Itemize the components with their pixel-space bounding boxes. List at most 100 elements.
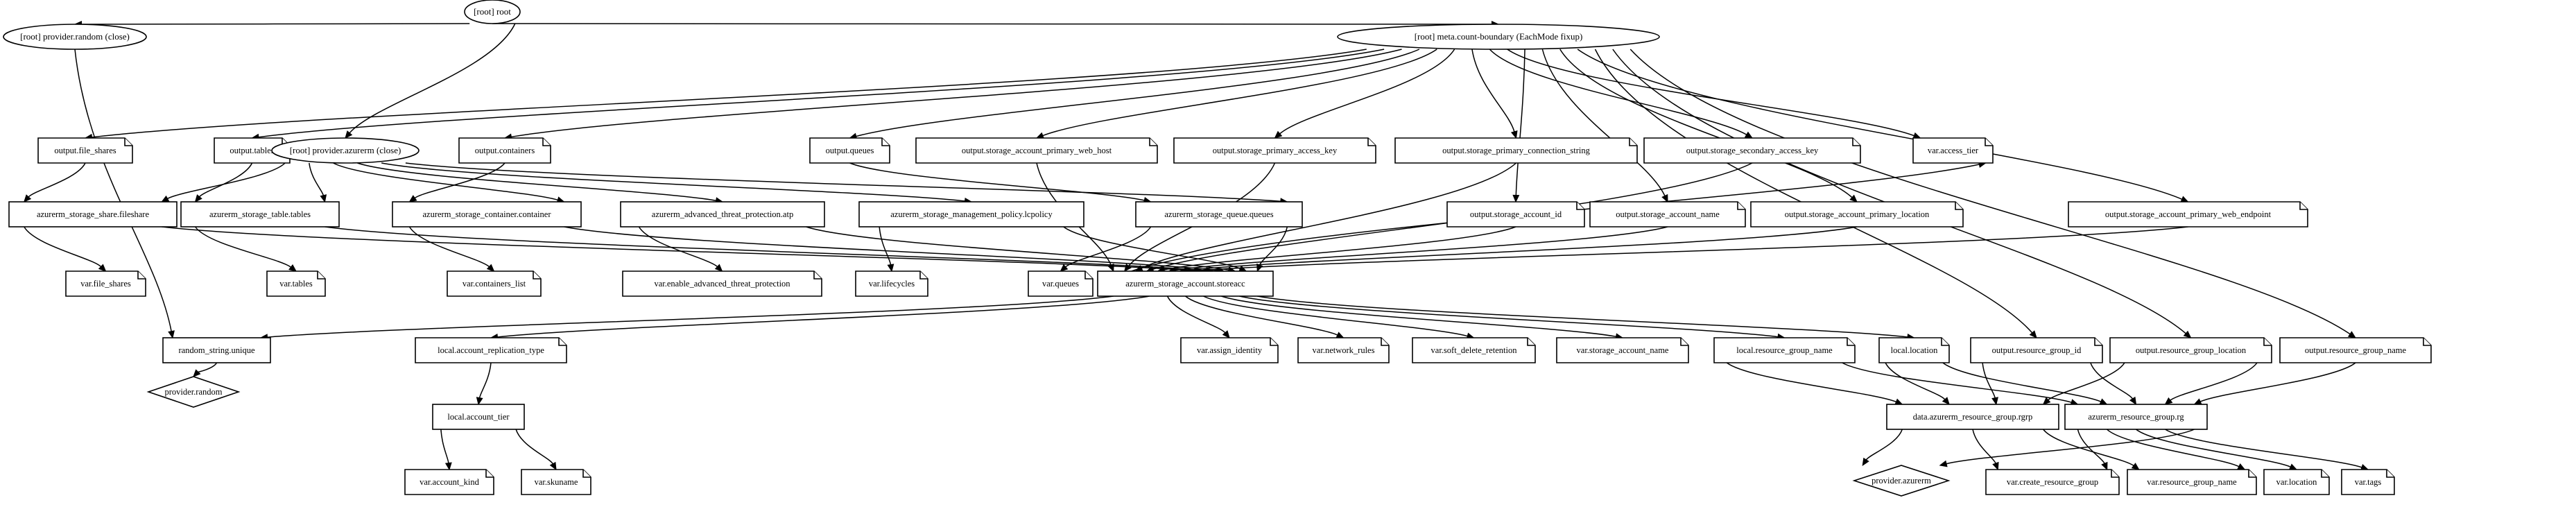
graph-node-azurerm_advanced_threat_protectionatp[interactable]: azurerm_advanced_threat_protection.atp bbox=[620, 201, 825, 227]
graph-node-providerrandom[interactable]: provider.random bbox=[146, 376, 241, 408]
graph-node-outputstorage_account_primary_web_host[interactable]: output.storage_account_primary_web_host bbox=[915, 137, 1158, 164]
graph-node-outputstorage_primary_connection_string[interactable]: output.storage_primary_connection_string bbox=[1394, 137, 1638, 164]
graph-node-azurerm_resource_grouprg[interactable]: azurerm_resource_group.rg bbox=[2064, 404, 2208, 430]
graph-edge-azurerm_storage_accountstoreacc-to-localresource_group_name bbox=[1239, 295, 1786, 341]
graph-node-outputstorage_account_primary_web_endpoint[interactable]: output.storage_account_primary_web_endpo… bbox=[2068, 201, 2308, 227]
graph-node-azurerm_storage_management_policylcpolicy[interactable]: azurerm_storage_management_policy.lcpoli… bbox=[858, 201, 1084, 227]
graph-node-label: var.tags bbox=[2355, 477, 2382, 487]
graph-node-varlifecycles[interactable]: var.lifecycles bbox=[855, 270, 928, 297]
graph-node-vartables[interactable]: var.tables bbox=[266, 270, 326, 297]
graph-edge-outputstorage_account_primary_web_endpoint-to-azurerm_storage_accountstoreacc bbox=[1190, 226, 2188, 275]
graph-node-localresource_group_name[interactable]: local.resource_group_name bbox=[1713, 337, 1856, 363]
graph-node-azurerm_storage_queuequeues[interactable]: azurerm_storage_queue.queues bbox=[1135, 201, 1303, 227]
graph-edge-providerazurermclose-to-azurerm_storage_tabletables bbox=[309, 162, 327, 203]
graph-edge-azurerm_resource_grouprg-to-varlocation bbox=[2136, 429, 2298, 470]
graph-edge-outputresource_group_location-to-azurerm_resource_grouprg bbox=[2164, 362, 2258, 405]
graph-node-providerrandomclose[interactable]: [root] provider.random (close) bbox=[3, 24, 147, 50]
graph-node-label: var.tables bbox=[279, 279, 313, 289]
graph-node-label: azurerm_storage_management_policy.lcpoli… bbox=[890, 209, 1053, 219]
graph-edge-azurerm_resource_grouprg-to-vartags bbox=[2165, 429, 2369, 471]
graph-node-varresource_group_name[interactable]: var.resource_group_name bbox=[2127, 469, 2257, 495]
graph-edge-azurerm_storage_tabletables-to-vartables bbox=[194, 226, 297, 272]
graph-node-label: var.create_resource_group bbox=[2007, 477, 2098, 487]
graph-node-label: local.account_tier bbox=[447, 412, 510, 422]
graph-edge-azurerm_storage_accountstoreacc-to-varassign_identity bbox=[1166, 295, 1230, 338]
graph-node-outputresource_group_id[interactable]: output.resource_group_id bbox=[1970, 337, 2103, 363]
graph-edge-metacountboundary-to-outputresource_group_name bbox=[1630, 49, 2357, 338]
graph-node-varstorage_account_name[interactable]: var.storage_account_name bbox=[1556, 337, 1689, 363]
graph-node-azurerm_storage_tabletables[interactable]: azurerm_storage_table.tables bbox=[180, 201, 340, 227]
graph-node-varcreate_resource_group[interactable]: var.create_resource_group bbox=[1985, 469, 2120, 495]
graph-edge-azurerm_storage_accountstoreacc-to-random_stringunique bbox=[259, 295, 1114, 341]
graph-edge-metacountboundary-to-varaccess_tier bbox=[1507, 49, 1921, 139]
graph-node-outputstorage_account_primary_location[interactable]: output.storage_account_primary_location bbox=[1750, 201, 1964, 227]
graph-node-label: azurerm_advanced_threat_protection.atp bbox=[652, 209, 793, 219]
graph-node-label: output.storage_account_primary_location bbox=[1785, 209, 1930, 219]
graph-node-label: output.storage_account_primary_web_endpo… bbox=[2105, 209, 2272, 219]
graph-node-label: azurerm_storage_share.fileshare bbox=[37, 209, 150, 219]
graph-edge-metacountboundary-to-outputqueues bbox=[849, 49, 1420, 140]
graph-node-label: output.storage_account_primary_web_host bbox=[962, 146, 1112, 155]
graph-edge-root-to-metacountboundary bbox=[492, 21, 1500, 28]
graph-edge-azurerm_storage_tabletables-to-azurerm_storage_accountstoreacc bbox=[325, 226, 1214, 275]
graph-node-label: azurerm_storage_container.container bbox=[423, 209, 552, 219]
graph-node-outputtables[interactable]: output.tables bbox=[214, 137, 291, 164]
graph-node-varaccount_kind[interactable]: var.account_kind bbox=[404, 469, 494, 495]
graph-node-outputqueues[interactable]: output.queues bbox=[809, 137, 890, 164]
graph-node-varqueues[interactable]: var.queues bbox=[1028, 270, 1093, 297]
graph-node-varnetwork_rules[interactable]: var.network_rules bbox=[1297, 337, 1390, 363]
graph-node-label: [root] provider.azurerm (close) bbox=[290, 145, 401, 155]
graph-node-varaccess_tier[interactable]: var.access_tier bbox=[1912, 137, 1994, 164]
graph-node-label: output.storage_primary_connection_string bbox=[1442, 146, 1591, 155]
graph-node-outputfile_shares[interactable]: output.file_shares bbox=[37, 137, 133, 164]
graph-node-vartags[interactable]: var.tags bbox=[2341, 469, 2395, 495]
graph-node-outputstorage_account_name[interactable]: output.storage_account_name bbox=[1589, 201, 1746, 227]
graph-node-azurerm_storage_containercontainer[interactable]: azurerm_storage_container.container bbox=[392, 201, 582, 227]
graph-node-root[interactable]: [root] root bbox=[464, 0, 521, 24]
graph-node-label: local.location bbox=[1891, 345, 1938, 355]
graph-edge-outputresource_group_id-to-azurerm_resource_grouprg bbox=[2090, 362, 2137, 406]
graph-edge-azurerm_resource_grouprg-to-varcreate_resource_group bbox=[2077, 429, 2108, 471]
graph-edge-root-to-providerazurermclose bbox=[345, 23, 516, 139]
graph-node-label: azurerm_storage_table.tables bbox=[209, 209, 311, 219]
graph-node-label: output.tables bbox=[230, 146, 274, 155]
graph-edge-outputresource_group_location-to-dataazurerm_resource_grouprgrp bbox=[2042, 362, 2125, 405]
graph-node-varenable_advanced_threat_protection[interactable]: var.enable_advanced_threat_protection bbox=[622, 270, 822, 297]
graph-node-outputcontainers[interactable]: output.containers bbox=[458, 137, 551, 164]
graph-node-providerazurermclose[interactable]: [root] provider.azurerm (close) bbox=[271, 137, 420, 164]
graph-node-metacountboundary[interactable]: [root] meta.count-boundary (EachMode fix… bbox=[1337, 24, 1660, 50]
graph-node-locallocation[interactable]: local.location bbox=[1878, 337, 1950, 363]
graph-node-localaccount_replication_type[interactable]: local.account_replication_type bbox=[415, 337, 567, 363]
graph-node-outputstorage_account_id[interactable]: output.storage_account_id bbox=[1446, 201, 1585, 227]
graph-edge-providerazurermclose-to-azurerm_storage_containercontainer bbox=[333, 162, 565, 203]
graph-node-providerazurerm[interactable]: provider.azurerm bbox=[1852, 465, 1951, 497]
graph-node-label: provider.random bbox=[165, 387, 223, 397]
graph-node-varlocation[interactable]: var.location bbox=[2263, 469, 2330, 495]
graph-edge-metacountboundary-to-outputstorage_primary_access_key bbox=[1274, 49, 1455, 139]
graph-node-label: [root] root bbox=[474, 6, 511, 17]
graph-node-label: var.resource_group_name bbox=[2147, 477, 2237, 487]
graph-edge-localresource_group_name-to-azurerm_resource_grouprg bbox=[1842, 362, 2079, 406]
graph-node-outputstorage_secondary_access_key[interactable]: output.storage_secondary_access_key bbox=[1643, 137, 1861, 164]
graph-node-label: output.resource_group_id bbox=[1992, 345, 2082, 355]
graph-edge-localresource_group_name-to-dataazurerm_resource_grouprgrp bbox=[1726, 362, 1903, 405]
graph-edge-localaccount_replication_type-to-localaccount_tier bbox=[476, 362, 492, 406]
graph-edge-azurerm_storage_queuequeues-to-azurerm_storage_accountstoreacc bbox=[1256, 226, 1288, 273]
graph-node-localaccount_tier[interactable]: local.account_tier bbox=[432, 404, 525, 430]
graph-node-azurerm_storage_accountstoreacc[interactable]: azurerm_storage_account.storeacc bbox=[1097, 270, 1274, 297]
graph-node-varcontainers_list[interactable]: var.containers_list bbox=[447, 270, 542, 297]
graph-node-varsoft_delete_retention[interactable]: var.soft_delete_retention bbox=[1412, 337, 1536, 363]
graph-node-outputresource_group_name[interactable]: output.resource_group_name bbox=[2279, 337, 2432, 363]
graph-node-dataazurerm_resource_grouprgrp[interactable]: data.azurerm_resource_group.rgrp bbox=[1886, 404, 2059, 430]
graph-node-random_stringunique[interactable]: random_string.unique bbox=[162, 337, 271, 363]
graph-node-varfile_shares[interactable]: var.file_shares bbox=[65, 270, 146, 297]
graph-edge-metacountboundary-to-outputstorage_account_id bbox=[1512, 49, 1525, 203]
graph-node-outputstorage_primary_access_key[interactable]: output.storage_primary_access_key bbox=[1173, 137, 1376, 164]
graph-node-azurerm_storage_sharefileshare[interactable]: azurerm_storage_share.fileshare bbox=[8, 201, 178, 227]
graph-edge-localaccount_tier-to-varskuname bbox=[515, 429, 557, 471]
graph-node-varskuname[interactable]: var.skuname bbox=[521, 469, 591, 495]
graph-edge-outputcontainers-to-azurerm_storage_containercontainer bbox=[408, 162, 505, 203]
graph-node-varassign_identity[interactable]: var.assign_identity bbox=[1180, 337, 1279, 363]
graph-node-outputresource_group_location[interactable]: output.resource_group_location bbox=[2109, 337, 2272, 363]
graph-node-label: output.storage_primary_access_key bbox=[1213, 146, 1338, 155]
